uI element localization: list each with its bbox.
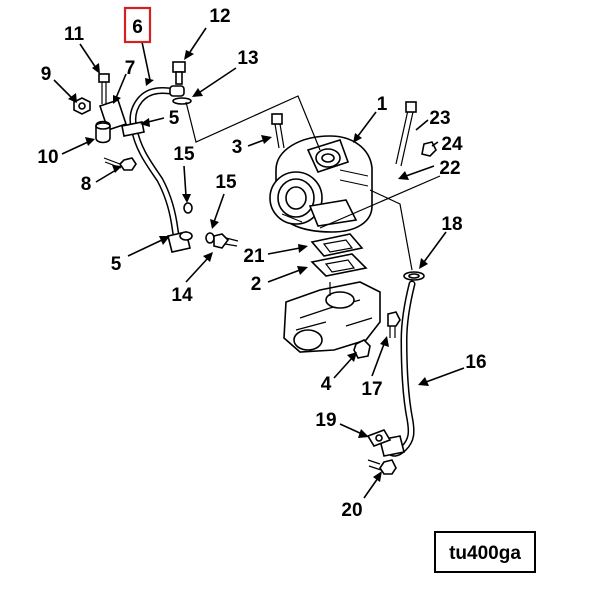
callout-18[interactable]: 18	[441, 214, 462, 235]
callout-5-upper[interactable]: 5	[169, 108, 180, 129]
callout-3[interactable]: 3	[232, 137, 243, 158]
callout-4[interactable]: 4	[321, 374, 332, 395]
turbocharger-assembly	[269, 135, 373, 233]
bolt-8	[103, 157, 137, 171]
callout-23[interactable]: 23	[429, 108, 450, 129]
stud-23	[395, 101, 417, 167]
callout-13[interactable]: 13	[237, 48, 258, 69]
callout-19[interactable]: 19	[315, 410, 336, 431]
washer-15-upper	[183, 202, 193, 214]
washer-13	[172, 97, 192, 105]
gasket-2	[310, 253, 368, 277]
callout-1[interactable]: 1	[377, 94, 388, 115]
support-bracket	[95, 98, 128, 144]
nut-4	[353, 339, 371, 359]
oil-supply-line	[121, 85, 193, 253]
callout-15-lower[interactable]: 15	[215, 172, 237, 193]
bolt-14	[213, 233, 239, 249]
callout-24[interactable]: 24	[441, 134, 463, 155]
assembly-guide-lines	[185, 95, 441, 296]
banjo-bolt-12	[172, 61, 186, 85]
figure-code-box	[434, 531, 536, 573]
callout-16[interactable]: 16	[465, 352, 486, 373]
gasket-21	[310, 233, 364, 257]
callout-17[interactable]: 17	[361, 379, 382, 400]
bolt-11	[98, 73, 110, 104]
callout-9[interactable]: 9	[41, 64, 52, 85]
callout-8[interactable]: 8	[81, 174, 92, 195]
exhaust-manifold	[283, 281, 381, 353]
callout-7[interactable]: 7	[125, 58, 136, 79]
callout-21[interactable]: 21	[243, 246, 265, 267]
callout-10[interactable]: 10	[37, 147, 58, 168]
bolt-17	[387, 311, 401, 338]
callout-11[interactable]: 11	[64, 24, 85, 45]
callout-6[interactable]: 6	[132, 17, 143, 38]
callout-20[interactable]: 20	[341, 500, 362, 521]
callout-12[interactable]: 12	[209, 6, 230, 27]
figure-code: tu400ga	[449, 543, 521, 564]
gasket-18	[403, 271, 425, 281]
callout-5-lower[interactable]: 5	[111, 254, 122, 275]
callout-14[interactable]: 14	[171, 285, 193, 306]
callout-15-upper[interactable]: 15	[173, 144, 195, 165]
callout-22[interactable]: 22	[439, 158, 460, 179]
washer-15-lower	[205, 232, 215, 244]
highlighted-callout-box	[123, 6, 152, 44]
callout-2[interactable]: 2	[251, 274, 262, 295]
bolt-20	[367, 459, 397, 475]
bolt-3	[271, 113, 285, 149]
leader-arrows	[53, 27, 465, 499]
nut-9	[73, 97, 91, 115]
gasket-19	[366, 429, 392, 447]
